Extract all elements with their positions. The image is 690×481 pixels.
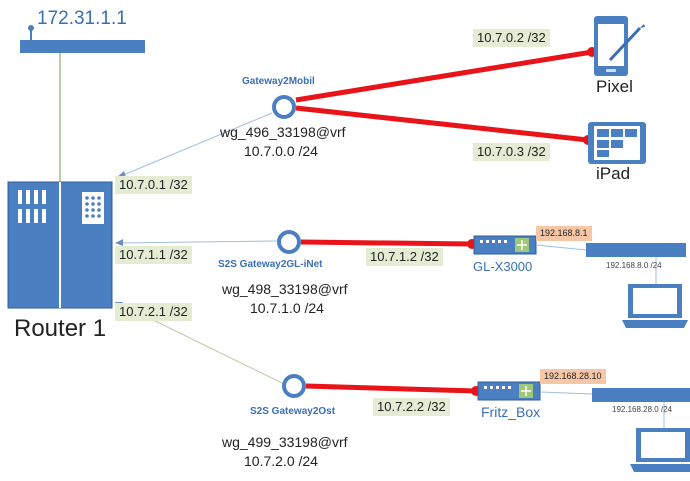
phone-icon xyxy=(594,16,645,76)
peer-pixel-name: Pixel xyxy=(596,77,633,96)
lan-bar-fritzbox xyxy=(592,388,690,402)
router-port-label-2: 10.7.1.1 /32 xyxy=(115,246,192,264)
gateway-glinet-name: S2S Gateway2GL-iNet xyxy=(218,259,323,270)
router-icon xyxy=(7,181,113,309)
tunnel-ipad xyxy=(295,105,589,143)
peer-ipad-ip: 10.7.0.3 /32 xyxy=(473,143,550,161)
gateway-mobil-name: Gateway2Mobil xyxy=(242,76,315,87)
gateway-mobil-icon xyxy=(272,95,296,119)
peer-glx3000-lan-net: 192.168.8.0 /24 xyxy=(606,261,662,270)
peer-glx3000-lan-ip: 192.168.8.1 xyxy=(536,226,592,241)
top-network-bar xyxy=(20,40,145,53)
tunnel-glx3000 xyxy=(300,239,473,247)
gateway-glinet-iface: wg_498_33198@vrf xyxy=(222,281,348,297)
lan-bar-glx3000 xyxy=(586,243,686,257)
gateway-ost-iface: wg_499_33198@vrf xyxy=(222,434,348,450)
gateway-glinet-icon xyxy=(277,230,301,254)
gateway-mobil-net: 10.7.0.0 /24 xyxy=(244,143,318,159)
laptop-icon xyxy=(622,284,688,328)
gateway-ost-icon xyxy=(282,374,306,398)
top-network-address: 172.31.1.1 xyxy=(37,8,127,29)
link-glx3000-lan xyxy=(535,244,587,251)
laptop-icon xyxy=(630,428,690,472)
link-router-gateway-glinet xyxy=(115,240,278,244)
router-port-label-3: 10.7.2.1 /32 xyxy=(115,303,192,321)
link-fritzbox-lan xyxy=(539,391,593,395)
glx3000-router-icon xyxy=(473,235,537,255)
peer-fritzbox-lan-net: 192.168.28.0 /24 xyxy=(612,405,673,414)
link-router-gateway-mobil xyxy=(115,112,273,179)
peer-fritzbox-ip: 10.7.2.2 /32 xyxy=(373,398,450,416)
peer-ipad-name: iPad xyxy=(596,164,631,183)
tablet-icon xyxy=(588,122,646,164)
peer-glx3000-name: GL-X3000 xyxy=(473,259,533,274)
router-name: Router 1 xyxy=(14,315,107,342)
peer-pixel-ip: 10.7.0.2 /32 xyxy=(473,29,550,47)
peer-fritzbox-lan-ip: 192.168.28.10 xyxy=(540,369,606,384)
tunnel-pixel xyxy=(295,49,593,103)
gateway-ost-name: S2S Gateway2Ost xyxy=(250,406,336,417)
gateway-mobil-iface: wg_496_33198@vrf xyxy=(220,124,346,140)
gateway-ost-net: 10.7.2.0 /24 xyxy=(244,453,318,469)
peer-glx3000-ip: 10.7.1.2 /32 xyxy=(366,248,443,266)
peer-fritzbox-name: Fritz_Box xyxy=(481,404,541,420)
gateway-glinet-net: 10.7.1.0 /24 xyxy=(250,300,324,316)
router-port-label-1: 10.7.0.1 /32 xyxy=(115,176,192,194)
fritzbox-router-icon xyxy=(477,381,541,401)
tunnel-fritzbox xyxy=(305,383,477,394)
